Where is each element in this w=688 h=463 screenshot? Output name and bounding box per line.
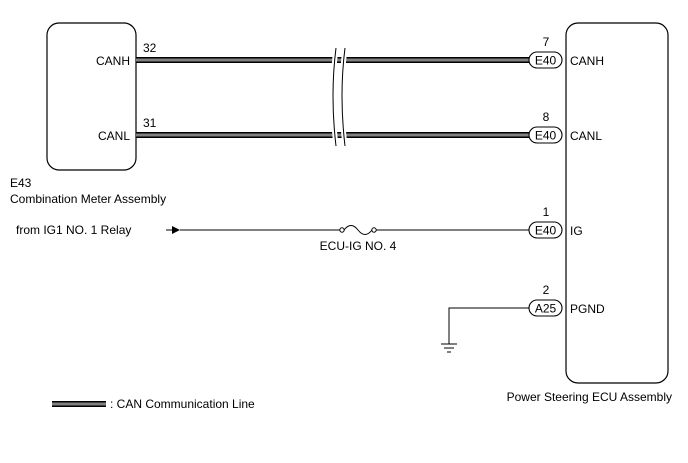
svg-text:A25: A25 [535, 302, 557, 316]
svg-text:E40: E40 [535, 224, 557, 238]
legend-label: : CAN Communication Line [110, 397, 255, 411]
fuse-icon [339, 225, 377, 235]
power-steering-ecu-box [565, 22, 669, 384]
connector-e40-canh: E40 [528, 51, 563, 69]
svg-text:E40: E40 [535, 129, 557, 143]
right-pin-number-7: 7 [543, 35, 550, 49]
connector-e40-canl: E40 [528, 126, 563, 144]
right-component-name: Power Steering ECU Assembly [507, 390, 672, 404]
left-pin-number-32: 32 [143, 41, 157, 55]
ground-icon [441, 343, 457, 353]
fuse-label: ECU-IG NO. 4 [320, 239, 397, 253]
right-pin-label-ig: IG [570, 224, 583, 238]
line-break-mark [330, 47, 348, 147]
right-pin-label-canh: CANH [570, 54, 604, 68]
left-pin-number-31: 31 [143, 116, 157, 130]
power-source-label: from IG1 NO. 1 Relay [16, 223, 131, 237]
connector-a25-pgnd: A25 [528, 299, 563, 317]
left-pin-label-canl: CANL [98, 129, 130, 143]
right-pin-label-pgnd: PGND [570, 302, 605, 316]
power-arrow [166, 226, 180, 234]
right-pin-label-canl: CANL [570, 129, 602, 143]
ground-wire [448, 307, 529, 344]
combination-meter-box [46, 22, 137, 171]
svg-text:E40: E40 [535, 54, 557, 68]
left-pin-label-canh: CANH [96, 54, 130, 68]
connector-e40-ig: E40 [528, 221, 563, 239]
left-component-name: Combination Meter Assembly [10, 192, 166, 206]
right-pin-number-2: 2 [543, 283, 550, 297]
left-component-code: E43 [10, 176, 32, 190]
right-pin-number-8: 8 [543, 110, 550, 124]
right-pin-number-1: 1 [543, 205, 550, 219]
